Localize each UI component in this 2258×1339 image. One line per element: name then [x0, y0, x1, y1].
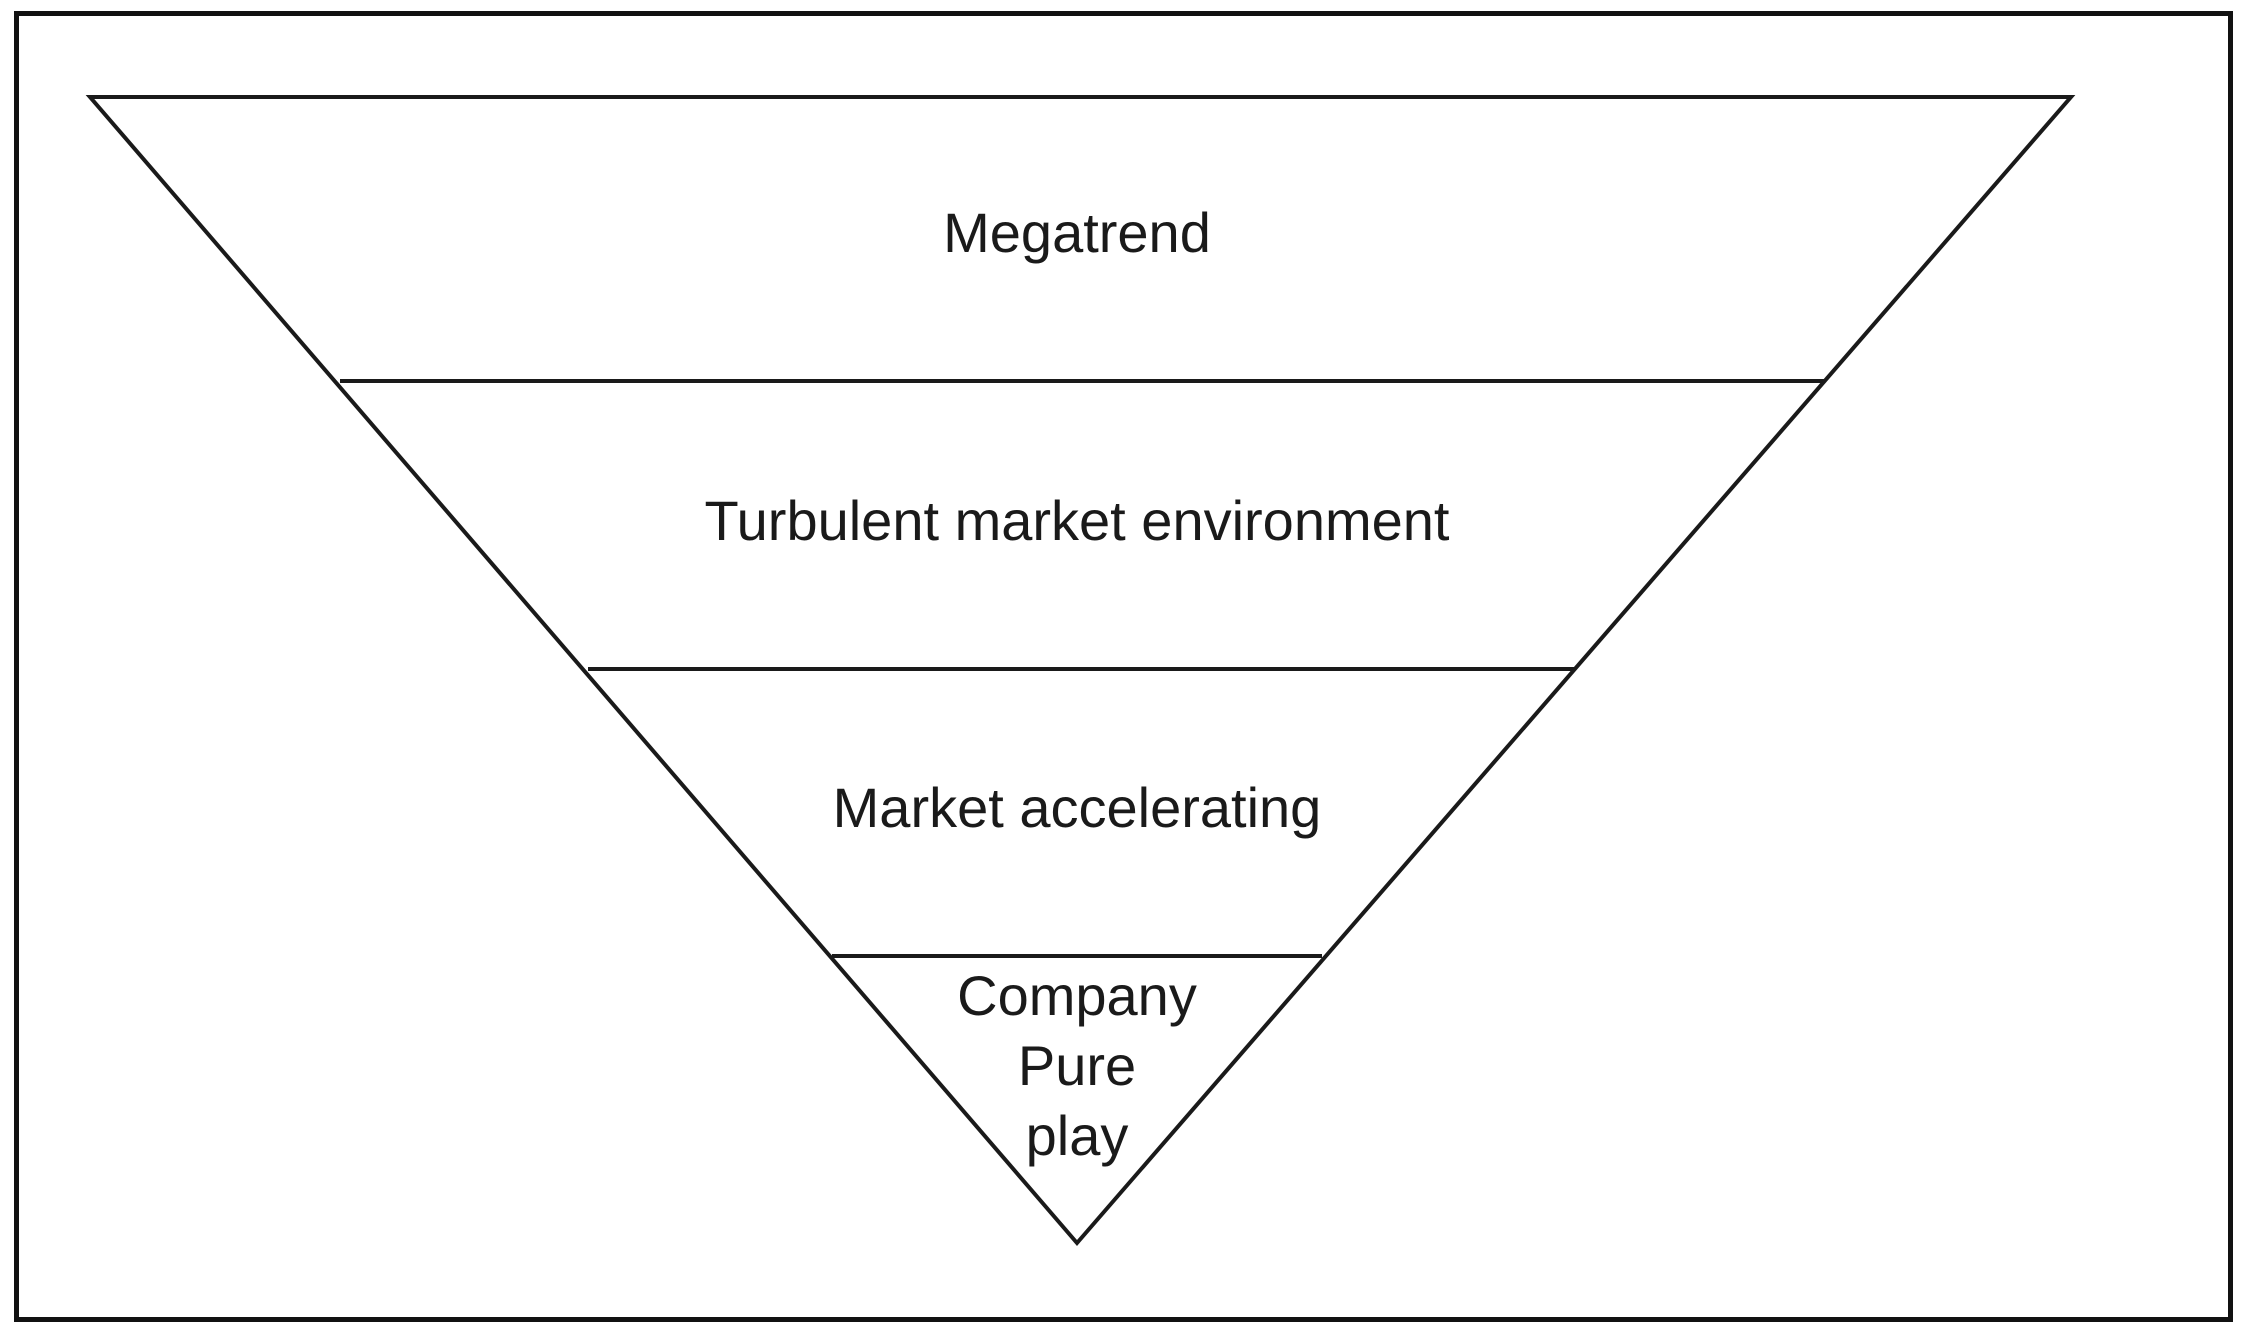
- level-label-company-line-3: play: [1026, 1104, 1129, 1167]
- level-label-turbulent-market: Turbulent market environment: [705, 489, 1450, 552]
- level-label-market-accelerating: Market accelerating: [833, 776, 1322, 839]
- level-label-megatrend: Megatrend: [943, 201, 1211, 264]
- level-label-company-line-1: Company: [957, 964, 1197, 1027]
- level-label-company-line-2: Pure: [1018, 1034, 1136, 1097]
